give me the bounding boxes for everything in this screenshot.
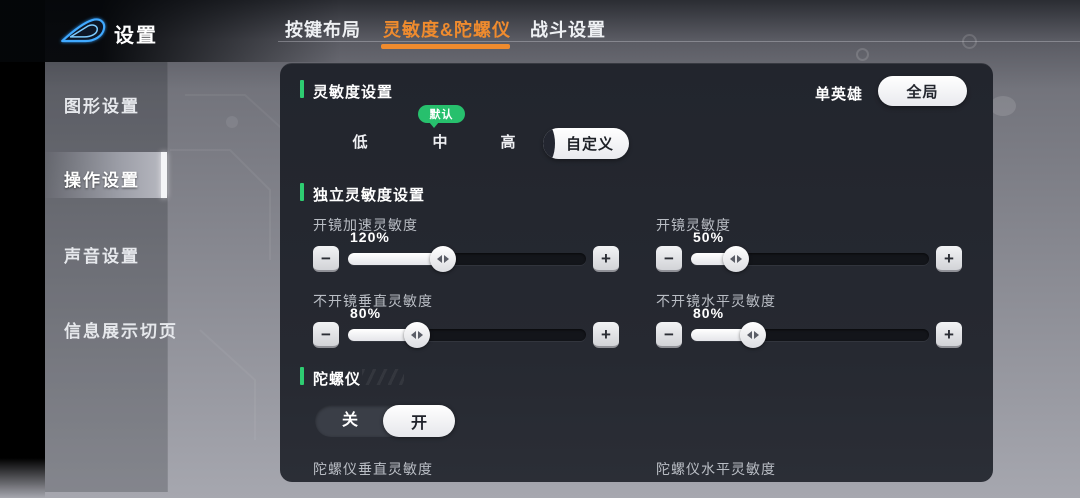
plus-button[interactable]: + bbox=[936, 246, 962, 272]
sidebar-item-graphics[interactable]: 图形设置 bbox=[64, 97, 140, 116]
active-indicator-bar bbox=[161, 152, 167, 198]
section-title-sensitivity: 灵敏度设置 bbox=[313, 84, 394, 101]
preset-low-button[interactable]: 低 bbox=[352, 134, 368, 151]
gyro-off-option[interactable]: 关 bbox=[341, 412, 358, 429]
slider-track[interactable]: 120% bbox=[348, 229, 586, 272]
gyro-vertical-sensitivity-label: 陀螺仪垂直灵敏度 bbox=[313, 461, 433, 477]
track-groove bbox=[691, 253, 929, 265]
slider-thumb[interactable] bbox=[739, 322, 766, 348]
minus-button[interactable]: − bbox=[656, 322, 682, 348]
track-fill bbox=[691, 329, 753, 341]
track-fill bbox=[348, 253, 444, 265]
section-title-gyroscope: 陀螺仪 bbox=[313, 371, 362, 388]
tab-sensitivity-gyro[interactable]: 灵敏度&陀螺仪 bbox=[383, 20, 511, 40]
sidebar-item-info-display[interactable]: 信息展示切页 bbox=[64, 322, 178, 341]
tab-divider-line bbox=[278, 41, 1080, 42]
app-logo-icon bbox=[61, 18, 106, 43]
slider-thumb[interactable] bbox=[430, 246, 457, 272]
slider-value: 80% bbox=[350, 305, 382, 321]
preset-custom-label: 自定义 bbox=[565, 136, 614, 153]
preset-high-button[interactable]: 高 bbox=[500, 134, 516, 151]
minus-button[interactable]: − bbox=[656, 246, 682, 272]
sensitivity-panel: 灵敏度设置 单英雄 全局 默认 低 中 高 自定义 独立灵敏度设置 开镜加速灵敏… bbox=[280, 63, 993, 482]
gyro-horizontal-sensitivity-label: 陀螺仪水平灵敏度 bbox=[656, 461, 776, 477]
section-accent-bar bbox=[300, 80, 304, 98]
slider-value: 120% bbox=[350, 229, 390, 245]
gyroscope-toggle[interactable]: 关 开 bbox=[315, 405, 455, 437]
slider-label: 不开镜水平灵敏度 bbox=[656, 293, 776, 309]
gyro-on-option[interactable]: 开 bbox=[383, 405, 455, 437]
thumb-arrows-icon bbox=[444, 255, 450, 263]
preset-custom-button[interactable]: 自定义 bbox=[543, 128, 629, 159]
thumb-arrows-icon bbox=[737, 255, 743, 263]
preset-medium-button[interactable]: 中 bbox=[432, 134, 448, 151]
default-badge: 默认 bbox=[418, 105, 465, 128]
sidebar-background bbox=[45, 62, 168, 492]
left-black-strip bbox=[0, 0, 45, 498]
plus-button[interactable]: + bbox=[593, 322, 619, 348]
thumb-arrows-icon bbox=[753, 331, 759, 339]
section-title-independent: 独立灵敏度设置 bbox=[313, 187, 426, 204]
thumb-arrows-icon bbox=[437, 255, 443, 263]
section-accent-bar bbox=[300, 183, 304, 201]
tab-combat-settings[interactable]: 战斗设置 bbox=[530, 20, 606, 40]
thumb-arrows-icon bbox=[746, 331, 752, 339]
slider-label: 开镜灵敏度 bbox=[656, 217, 731, 233]
slider-track[interactable]: 80% bbox=[348, 305, 586, 348]
slider-track[interactable]: 50% bbox=[691, 229, 929, 272]
sidebar-item-controls[interactable]: 操作设置 bbox=[64, 171, 140, 190]
ring-decoration bbox=[856, 48, 869, 61]
slider-thumb[interactable] bbox=[404, 322, 431, 348]
top-left-shade bbox=[0, 0, 340, 62]
slider-scope-sensitivity: 开镜灵敏度 − 50% + bbox=[656, 215, 962, 272]
hatch-decoration bbox=[362, 369, 404, 385]
page-title: 设置 bbox=[114, 25, 158, 47]
plus-button[interactable]: + bbox=[936, 322, 962, 348]
slider-hipfire-horizontal-sensitivity: 不开镜水平灵敏度 − 80% + bbox=[656, 291, 962, 348]
minus-button[interactable]: − bbox=[313, 246, 339, 272]
slider-value: 50% bbox=[693, 229, 725, 245]
plus-button[interactable]: + bbox=[593, 246, 619, 272]
ring-decoration bbox=[962, 34, 977, 49]
thumb-arrows-icon bbox=[418, 331, 424, 339]
sidebar-active-highlight bbox=[45, 152, 167, 198]
minus-button[interactable]: − bbox=[313, 322, 339, 348]
dot-decoration bbox=[990, 96, 1016, 116]
active-tab-underline bbox=[381, 44, 510, 49]
slider-label: 开镜加速灵敏度 bbox=[313, 217, 418, 233]
slider-scope-accel-sensitivity: 开镜加速灵敏度 − 120% + bbox=[313, 215, 619, 272]
slider-label: 不开镜垂直灵敏度 bbox=[313, 293, 433, 309]
slider-track[interactable]: 80% bbox=[691, 305, 929, 348]
thumb-arrows-icon bbox=[411, 331, 417, 339]
thumb-arrows-icon bbox=[730, 255, 736, 263]
track-fill bbox=[348, 329, 418, 341]
slider-thumb[interactable] bbox=[723, 246, 750, 272]
scope-per-hero-button[interactable]: 单英雄 bbox=[815, 86, 864, 103]
slider-value: 80% bbox=[693, 305, 725, 321]
sidebar-item-audio[interactable]: 声音设置 bbox=[64, 247, 140, 266]
scope-global-button[interactable]: 全局 bbox=[878, 76, 967, 106]
section-accent-bar bbox=[300, 367, 304, 385]
tab-button-layout[interactable]: 按键布局 bbox=[285, 20, 361, 40]
slider-hipfire-vertical-sensitivity: 不开镜垂直灵敏度 − 80% + bbox=[313, 291, 619, 348]
